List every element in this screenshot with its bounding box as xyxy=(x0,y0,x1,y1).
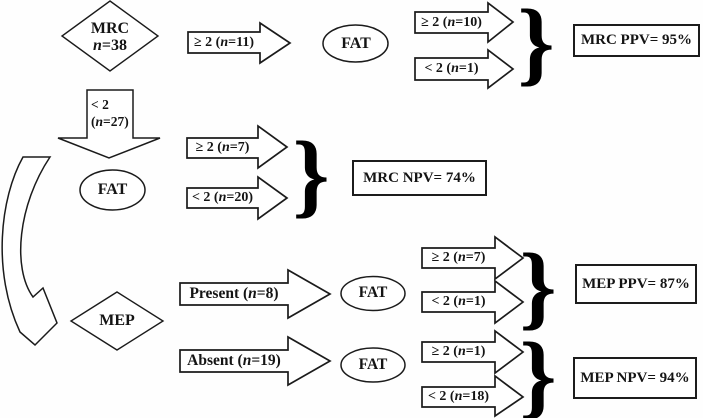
brace-icon-mep-ppv: } xyxy=(519,234,557,339)
arrow-label-mep-present: Present (n=8) xyxy=(189,284,279,302)
down-arrow-label: < 2 (n=27) xyxy=(91,97,129,129)
arrow-label-abs-fat-ge2: ≥ 2 (n=1) xyxy=(431,344,486,360)
mep-node-label: MEP xyxy=(99,312,135,330)
fat-absent-ellipse-shape xyxy=(340,347,406,383)
fat-top-ellipse-shape xyxy=(322,24,389,63)
arrow-shape-top-fat-ge2 xyxy=(414,1,515,44)
arrow-label-pres-fat-lt2: < 2 (n=1) xyxy=(431,294,486,310)
fat-mid-ellipse-shape xyxy=(79,169,146,211)
mrc-node-label: MRC n=38 xyxy=(90,19,130,54)
brace-icon-mrc-ppv: } xyxy=(517,0,555,95)
arrow-shape-abs-fat-lt2 xyxy=(421,374,525,418)
arrow-label-abs-fat-lt2: < 2 (n=18) xyxy=(427,389,490,405)
arrow-shape-pres-fat-lt2 xyxy=(421,279,525,325)
arrow-shape-pres-fat-ge2 xyxy=(421,235,525,281)
fat-absent-label: FAT xyxy=(358,356,388,374)
arrow-label-mid-fat-ge2: ≥ 2 (n=7) xyxy=(195,140,250,156)
curved-connector-arrow xyxy=(1,156,58,347)
arrow-label-mid-fat-lt2: < 2 (n=20) xyxy=(191,190,254,206)
mep-diamond-shape xyxy=(69,291,165,351)
arrow-shape-mrc-ge2 xyxy=(187,21,292,65)
mrc-diamond-shape xyxy=(60,0,160,72)
arrow-label-top-fat-ge2: ≥ 2 (n=10) xyxy=(421,14,482,30)
fat-present-ellipse-shape xyxy=(340,275,406,312)
arrow-shape-mep-present xyxy=(179,268,332,320)
fat-top-label: FAT xyxy=(341,34,371,52)
arrow-shape-mid-fat-lt2 xyxy=(186,175,289,221)
result-box-mrc-npv: MRC NPV= 74% xyxy=(352,160,487,196)
down-arrow-shape-lt2-n27 xyxy=(57,89,161,159)
arrow-shape-top-fat-lt2 xyxy=(414,48,515,90)
result-box-mep-ppv: MEP PPV= 87% xyxy=(575,264,697,304)
arrow-shape-mep-absent xyxy=(179,335,332,387)
brace-icon-mep-npv: } xyxy=(519,323,557,418)
arrow-label-pres-fat-ge2: ≥ 2 (n=7) xyxy=(431,250,486,266)
fat-present-label: FAT xyxy=(358,284,388,302)
arrow-shape-mid-fat-ge2 xyxy=(186,124,289,170)
brace-icon-mrc-npv: } xyxy=(292,123,330,227)
arrow-shape-abs-fat-ge2 xyxy=(421,329,525,375)
fat-mid-label: FAT xyxy=(97,181,128,199)
arrow-label-mrc-ge2: ≥ 2 (n=11) xyxy=(193,34,255,50)
result-box-mrc-ppv: MRC PPV= 95% xyxy=(573,24,700,57)
arrow-label-top-fat-lt2: < 2 (n=1) xyxy=(424,61,479,77)
arrow-label-mep-absent: Absent (n=19) xyxy=(187,351,281,369)
result-box-mep-npv: MEP NPV= 94% xyxy=(573,357,697,399)
